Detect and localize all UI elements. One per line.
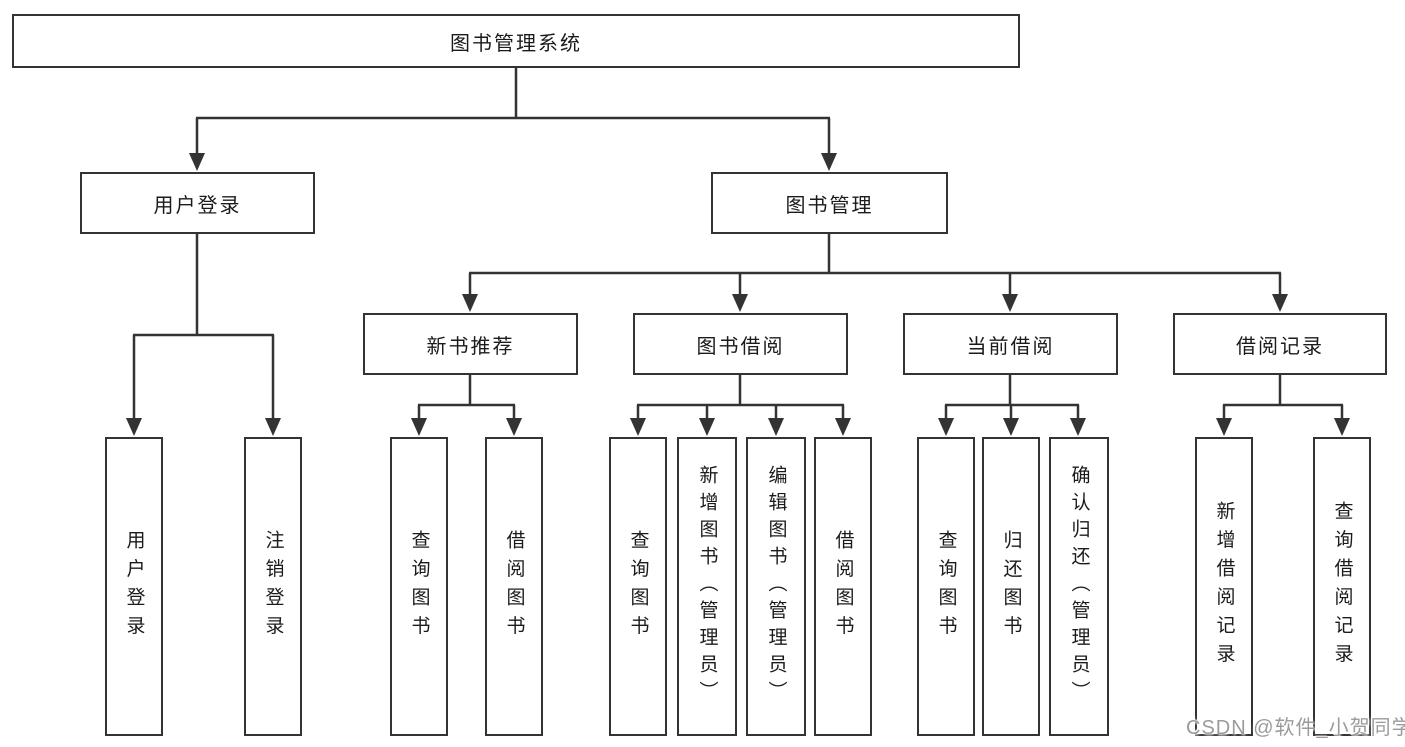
leaf-logout: 注销登录	[244, 437, 302, 736]
node-current-borrow-label: 当前借阅	[966, 335, 1055, 358]
leaf-record-add: 新增借阅记录	[1195, 437, 1253, 736]
edge-lines	[132, 68, 1344, 424]
leaf-borrow-borrow-book-label: 借阅图书	[832, 529, 854, 644]
leaf-current-query-book-label: 查询图书	[935, 529, 957, 644]
leaf-logout-label: 注销登录	[262, 529, 284, 644]
leaf-borrow-query-book-label: 查询图书	[627, 529, 649, 644]
leaf-current-query-book: 查询图书	[917, 437, 975, 736]
node-current-borrow: 当前借阅	[903, 313, 1118, 375]
node-book-borrow: 图书借阅	[633, 313, 848, 375]
node-root-system: 图书管理系统	[12, 14, 1020, 68]
leaf-borrow-add-book-admin: 新增图书（管理员）	[677, 437, 737, 736]
node-book-borrow-label: 图书借阅	[696, 335, 785, 358]
node-user-login: 用户登录	[80, 172, 315, 234]
arrowheads	[126, 153, 1350, 436]
leaf-newbook-query-book-label: 查询图书	[408, 529, 430, 644]
leaf-current-confirm-return-admin-label: 确认归还（管理员）	[1068, 465, 1090, 708]
leaf-newbook-query-book: 查询图书	[390, 437, 448, 736]
node-book-management-label: 图书管理	[785, 194, 874, 217]
leaf-newbook-borrow-book: 借阅图书	[485, 437, 543, 736]
node-borrow-record: 借阅记录	[1173, 313, 1387, 375]
leaf-borrow-add-book-admin-label: 新增图书（管理员）	[696, 465, 718, 708]
node-book-management: 图书管理	[711, 172, 948, 234]
leaf-record-query: 查询借阅记录	[1313, 437, 1371, 736]
leaf-borrow-query-book: 查询图书	[609, 437, 667, 736]
leaf-current-return-book-label: 归还图书	[1000, 529, 1022, 644]
leaf-record-query-label: 查询借阅记录	[1331, 501, 1353, 672]
node-new-book-recommend-label: 新书推荐	[426, 335, 515, 358]
leaf-borrow-edit-book-admin-label: 编辑图书（管理员）	[765, 465, 787, 708]
csdn-watermark: CSDN @软件_小贺同学	[1186, 717, 1405, 739]
leaf-current-confirm-return-admin: 确认归还（管理员）	[1049, 437, 1109, 736]
leaf-user-login-label: 用户登录	[123, 529, 145, 644]
node-borrow-record-label: 借阅记录	[1236, 335, 1324, 358]
leaf-user-login: 用户登录	[105, 437, 163, 736]
node-user-login-label: 用户登录	[153, 194, 242, 217]
leaf-record-add-label: 新增借阅记录	[1213, 501, 1235, 672]
leaf-newbook-borrow-book-label: 借阅图书	[503, 529, 525, 644]
leaf-current-return-book: 归还图书	[982, 437, 1040, 736]
leaf-borrow-edit-book-admin: 编辑图书（管理员）	[746, 437, 806, 736]
node-root-system-label: 图书管理系统	[450, 32, 582, 55]
leaf-borrow-borrow-book: 借阅图书	[814, 437, 872, 736]
node-new-book-recommend: 新书推荐	[363, 313, 578, 375]
